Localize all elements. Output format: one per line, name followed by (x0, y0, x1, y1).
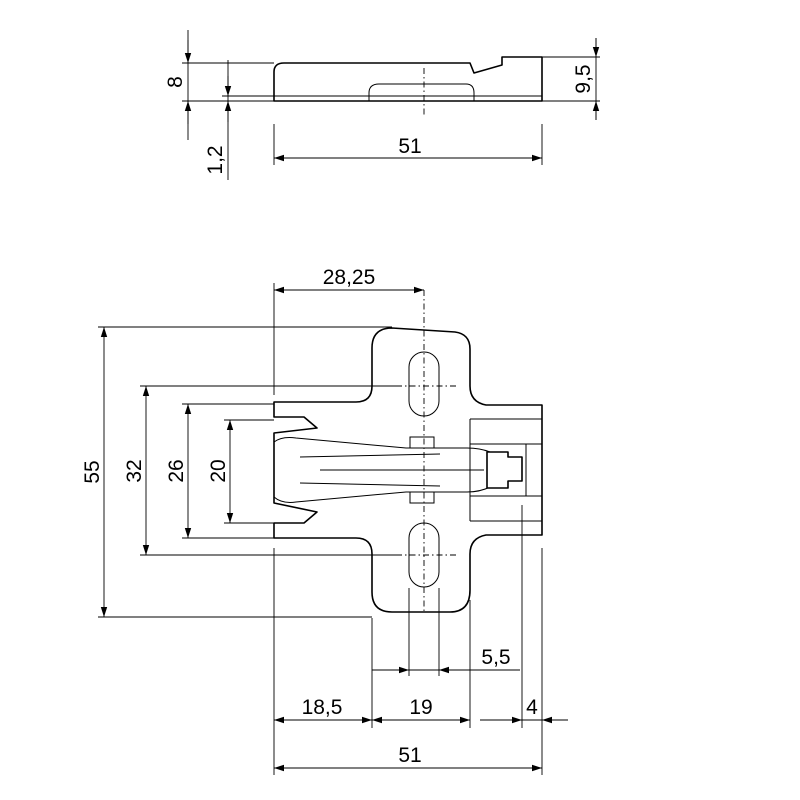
cam-pin (486, 451, 523, 489)
dim-18-5-label: 18,5 (302, 696, 343, 719)
screw-top (409, 436, 435, 449)
channel-inner-line-top (299, 453, 441, 458)
dim-4-label: 4 (526, 696, 538, 719)
dim-bottom-51-label: 51 (398, 744, 421, 767)
side-view-slot (368, 83, 475, 101)
dim-55-label: 55 (81, 460, 104, 483)
channel-inner-line-bottom (299, 482, 441, 487)
dim-19-label: 19 (409, 696, 432, 719)
dim-28-25-label: 28,25 (323, 266, 376, 289)
side-view-body (273, 56, 543, 102)
top-view: 28,25 55 32 26 20 5,5 18,5 19 4 51 (81, 266, 568, 775)
dim-5-5-label: 5,5 (481, 646, 510, 669)
dim-20-label: 20 (207, 459, 230, 482)
dim-26-label: 26 (165, 459, 188, 482)
dim-9-5-label: 9,5 (572, 64, 595, 93)
side-view: 8 1,2 9,5 51 (164, 30, 600, 180)
dim-1-2-label: 1,2 (204, 145, 227, 174)
dim-8-label: 8 (164, 76, 187, 88)
dim-side-51-label: 51 (398, 135, 421, 158)
screw-bottom (409, 491, 435, 504)
dim-32-label: 32 (123, 459, 146, 482)
